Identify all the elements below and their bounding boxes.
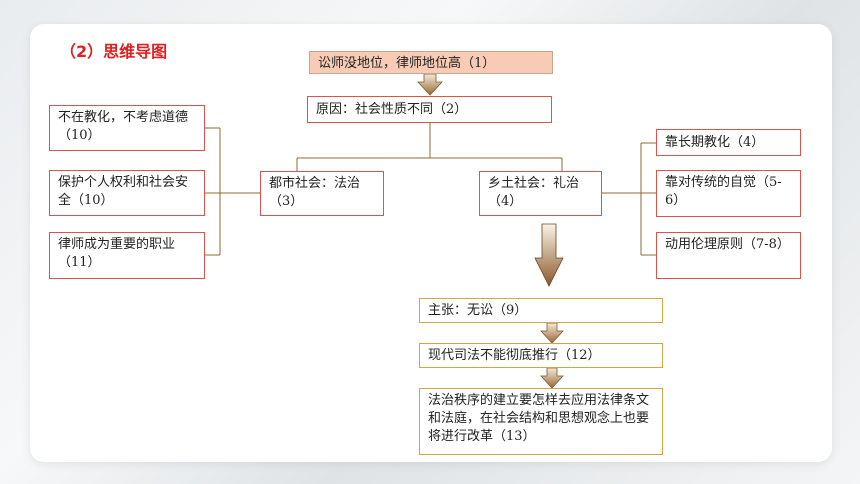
rural-society-box: 乡土社会：礼治（4） — [479, 171, 602, 216]
rural-item-1: 靠长期教化（4） — [656, 129, 801, 156]
cause-box: 原因：社会性质不同（2） — [307, 96, 552, 123]
flow-step-2: 现代司法不能彻底推行（12） — [419, 343, 663, 368]
section-title: （2）思维导图 — [60, 42, 168, 61]
rural-item-2: 靠对传统的自觉（5-6） — [656, 170, 801, 217]
rural-item-3: 动用伦理原则（7-8） — [656, 232, 801, 279]
top-statement: 讼师没地位，律师地位高（1） — [309, 51, 553, 74]
flow-step-1: 主张：无讼（9） — [419, 298, 663, 323]
flow-step-3: 法治秩序的建立要怎样去应用法律条文和法庭，在社会结构和思想观念上也要将进行改革（… — [419, 388, 663, 455]
urban-item-3: 律师成为重要的职业（11） — [49, 232, 205, 279]
urban-society-box: 都市社会：法治（3） — [260, 171, 384, 216]
urban-item-1: 不在教化，不考虑道德（10） — [49, 105, 205, 151]
urban-item-2: 保护个人权利和社会安全（10） — [49, 170, 205, 216]
